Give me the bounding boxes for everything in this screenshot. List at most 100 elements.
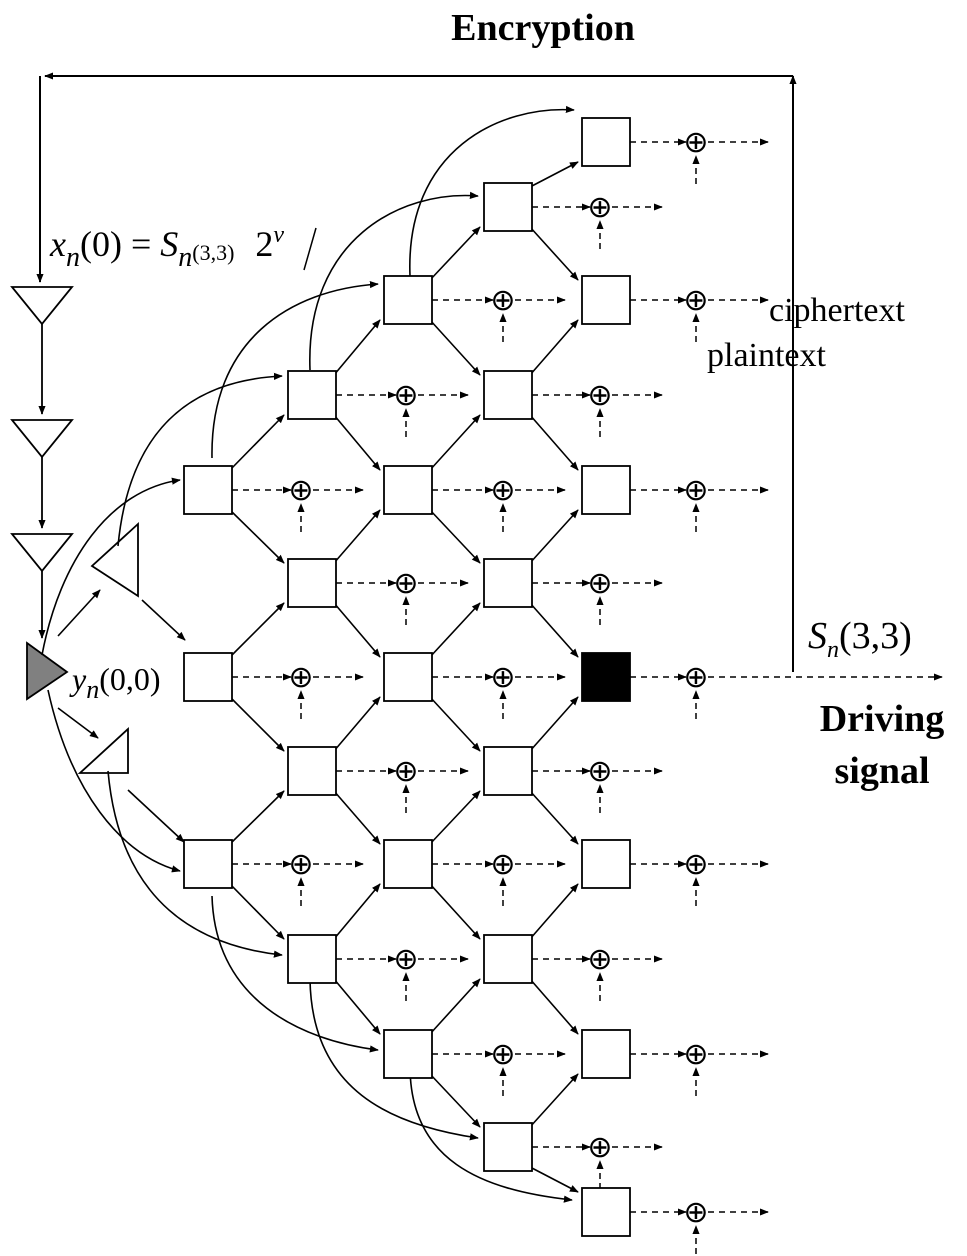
splitter-arrow [57, 589, 101, 637]
output-arg: (3,3) [839, 615, 912, 657]
output-var: S [808, 615, 827, 657]
lattice-curve-arrow [211, 280, 379, 459]
lattice-curve-arrow [309, 979, 479, 1141]
feedback-fraction-slash [303, 227, 317, 271]
xor-node: ⊕ [683, 660, 708, 695]
lattice-arrow [529, 883, 579, 940]
xor-node: ⊕ [393, 566, 418, 601]
lattice-arrow [529, 319, 579, 376]
lattice-arrow [429, 978, 481, 1035]
lattice-cell [483, 1122, 533, 1172]
lattice-curve-arrow [107, 770, 283, 958]
lattice-arrow [429, 414, 481, 471]
xor-node: ⊕ [490, 660, 515, 695]
output-sub: n [827, 637, 839, 663]
lattice-arrow [333, 978, 381, 1035]
lattice-cell [483, 934, 533, 984]
title: Encryption [451, 7, 635, 49]
lattice-arrow [529, 1073, 579, 1128]
lattice-cell [287, 934, 337, 984]
xor-node: ⊕ [393, 942, 418, 977]
lattice-arrow [229, 602, 285, 658]
feedback-exponent: ν [273, 222, 284, 248]
lattice-arrow [429, 696, 481, 752]
xor-node: ⊕ [683, 847, 708, 882]
lattice-cell [581, 1187, 631, 1237]
splitter-upper [90, 521, 139, 598]
lattice-arrow [429, 226, 481, 281]
xor-node: ⊕ [683, 1037, 708, 1072]
lattice-arrow [529, 602, 579, 658]
lattice-cell [183, 839, 233, 889]
lattice-curve-arrow [41, 477, 181, 656]
xor-node: ⊕ [587, 378, 612, 413]
lattice-arrow [333, 414, 381, 471]
lattice-cell [383, 465, 433, 515]
lattice-curve-arrow [47, 689, 181, 873]
output-label: Sn(3,3) [808, 615, 912, 663]
lattice-curve-arrow [409, 1065, 573, 1203]
lattice-cell [483, 182, 533, 232]
lattice-arrow [333, 883, 381, 940]
lattice-arrow [529, 978, 579, 1035]
lattice-cell [183, 465, 233, 515]
xor-node: ⊕ [587, 754, 612, 789]
lattice-arrow [333, 509, 381, 564]
lattice-cell [287, 746, 337, 796]
xor-node: ⊕ [490, 473, 515, 508]
xor-node: ⊕ [490, 283, 515, 318]
lattice-cell [287, 558, 337, 608]
xor-node: ⊕ [288, 473, 313, 508]
lattice-arrow [333, 602, 381, 658]
driving-label-line1: Driving [820, 698, 945, 740]
lattice-arrow [229, 696, 285, 752]
feedback-loop [36, 72, 797, 672]
xor-node: ⊕ [587, 190, 612, 225]
input-sub: n [86, 675, 99, 704]
delay-triangle-3 [10, 533, 74, 573]
xor-node: ⊕ [393, 754, 418, 789]
lattice-cell [483, 370, 533, 420]
xor-node: ⊕ [393, 378, 418, 413]
lattice-arrow [429, 883, 481, 940]
xor-node: ⊕ [490, 847, 515, 882]
xor-node: ⊕ [288, 660, 313, 695]
lattice-arrow [529, 1166, 579, 1193]
feedback-rhs-arg: (3,3) [192, 240, 234, 265]
feedback-lhs-sub: n [66, 242, 80, 273]
splitter-arrow [127, 789, 185, 843]
lattice-arrow [229, 509, 285, 564]
lattice-cell [581, 465, 631, 515]
lattice-cell [183, 652, 233, 702]
lattice-arrow [529, 226, 579, 281]
splitter-arrow [141, 599, 186, 641]
delay-triangle-1 [10, 286, 74, 326]
lattice-arrow [429, 509, 481, 564]
feedback-rhs-var: S [160, 224, 178, 264]
lattice-arrow [229, 883, 285, 940]
delay-chain [10, 286, 139, 774]
lattice-curve-arrow [211, 895, 379, 1053]
lattice-arrow [429, 790, 481, 845]
splitter-lower [77, 726, 129, 774]
lattice-cell [483, 746, 533, 796]
lattice-arrow [529, 790, 579, 845]
lattice-curve-arrow [117, 372, 283, 547]
lattice-arrow [529, 696, 579, 752]
lattice-arrow [429, 602, 481, 658]
lattice-cell [383, 839, 433, 889]
xor-node: ⊕ [288, 847, 313, 882]
lattice-cell [383, 652, 433, 702]
xor-node: ⊕ [683, 473, 708, 508]
lattice-arrow [229, 414, 285, 471]
source-node [26, 641, 69, 701]
xor-node: ⊕ [587, 942, 612, 977]
delay-triangle-2 [10, 419, 74, 459]
input-arg: (0,0) [99, 661, 160, 697]
xor-node: ⊕ [683, 283, 708, 318]
lattice-arrow [529, 414, 579, 471]
lattice-cell [383, 1029, 433, 1079]
xor-node: ⊕ [490, 1037, 515, 1072]
xor-node: ⊕ [587, 1130, 612, 1165]
lattice-cell [581, 839, 631, 889]
